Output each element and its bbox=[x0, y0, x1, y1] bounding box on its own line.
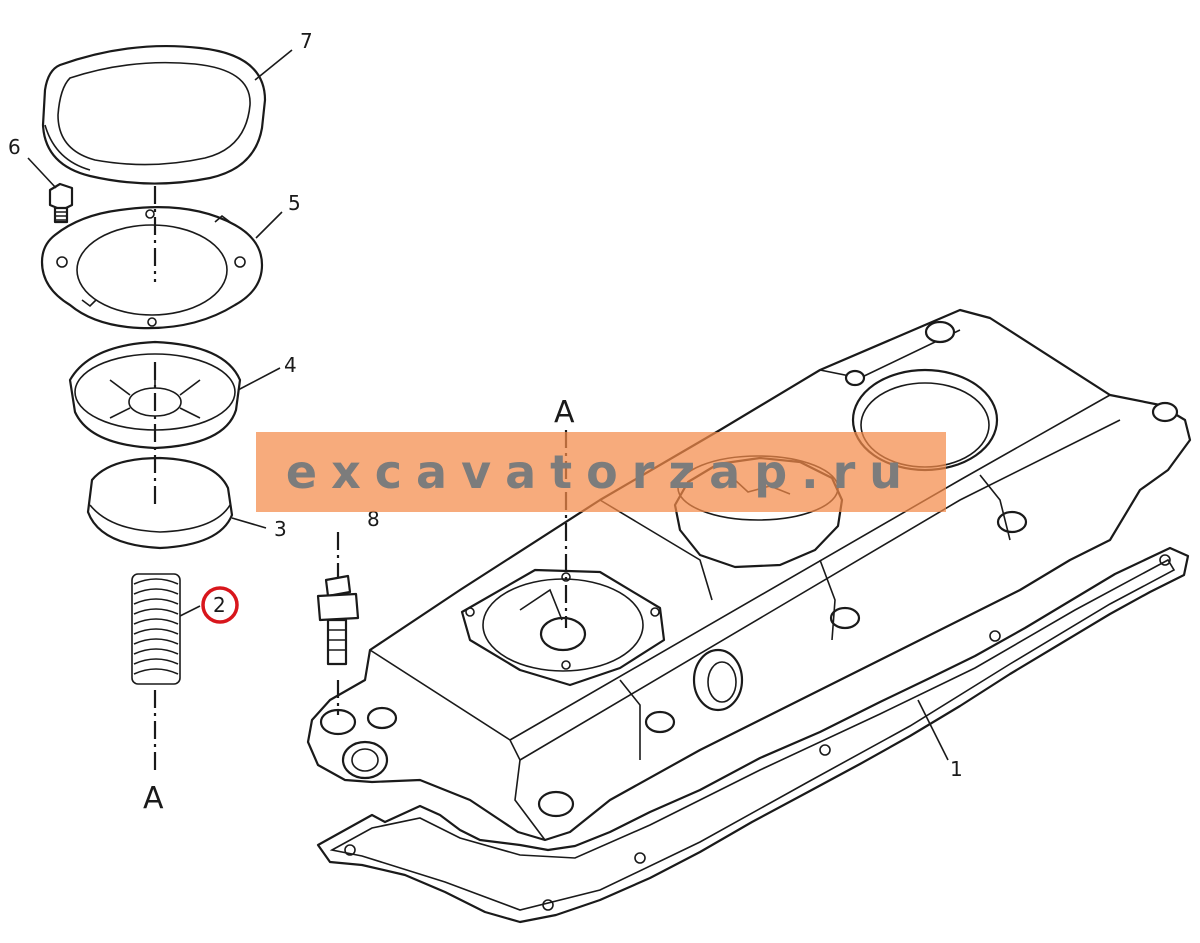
part-2-spring bbox=[131, 573, 181, 685]
breather-housing bbox=[460, 568, 666, 687]
watermark-text: excavatorzap.ru bbox=[285, 445, 917, 499]
view-a-top-label: A bbox=[554, 395, 575, 430]
leader-4 bbox=[237, 367, 281, 391]
callout-2: 2 bbox=[213, 593, 226, 617]
leader-2 bbox=[179, 605, 201, 617]
watermark-banner: excavatorzap.ru bbox=[256, 432, 946, 512]
callout-8: 8 bbox=[367, 507, 380, 531]
callout-5: 5 bbox=[288, 191, 301, 215]
valve-cover-gasket bbox=[316, 546, 1190, 924]
valve-cover bbox=[306, 308, 1192, 842]
callout-6: 6 bbox=[8, 135, 21, 159]
part-8-valve bbox=[316, 574, 360, 666]
leader-7 bbox=[254, 49, 293, 81]
callout-7: 7 bbox=[300, 29, 313, 53]
leader-5 bbox=[255, 211, 283, 239]
part-3-cup bbox=[86, 456, 234, 550]
callout-3: 3 bbox=[274, 517, 287, 541]
view-a-bottom-label: A bbox=[143, 781, 164, 816]
part-5-flange bbox=[40, 206, 264, 330]
part-7-cap bbox=[41, 44, 267, 185]
callout-1: 1 bbox=[950, 757, 963, 781]
callout-2-highlight-ring bbox=[201, 586, 239, 624]
part-6-bolt bbox=[48, 182, 74, 224]
callout-4: 4 bbox=[284, 353, 297, 377]
bolt-leader bbox=[27, 157, 57, 189]
leader-3 bbox=[231, 517, 267, 529]
leader-1 bbox=[917, 699, 949, 761]
